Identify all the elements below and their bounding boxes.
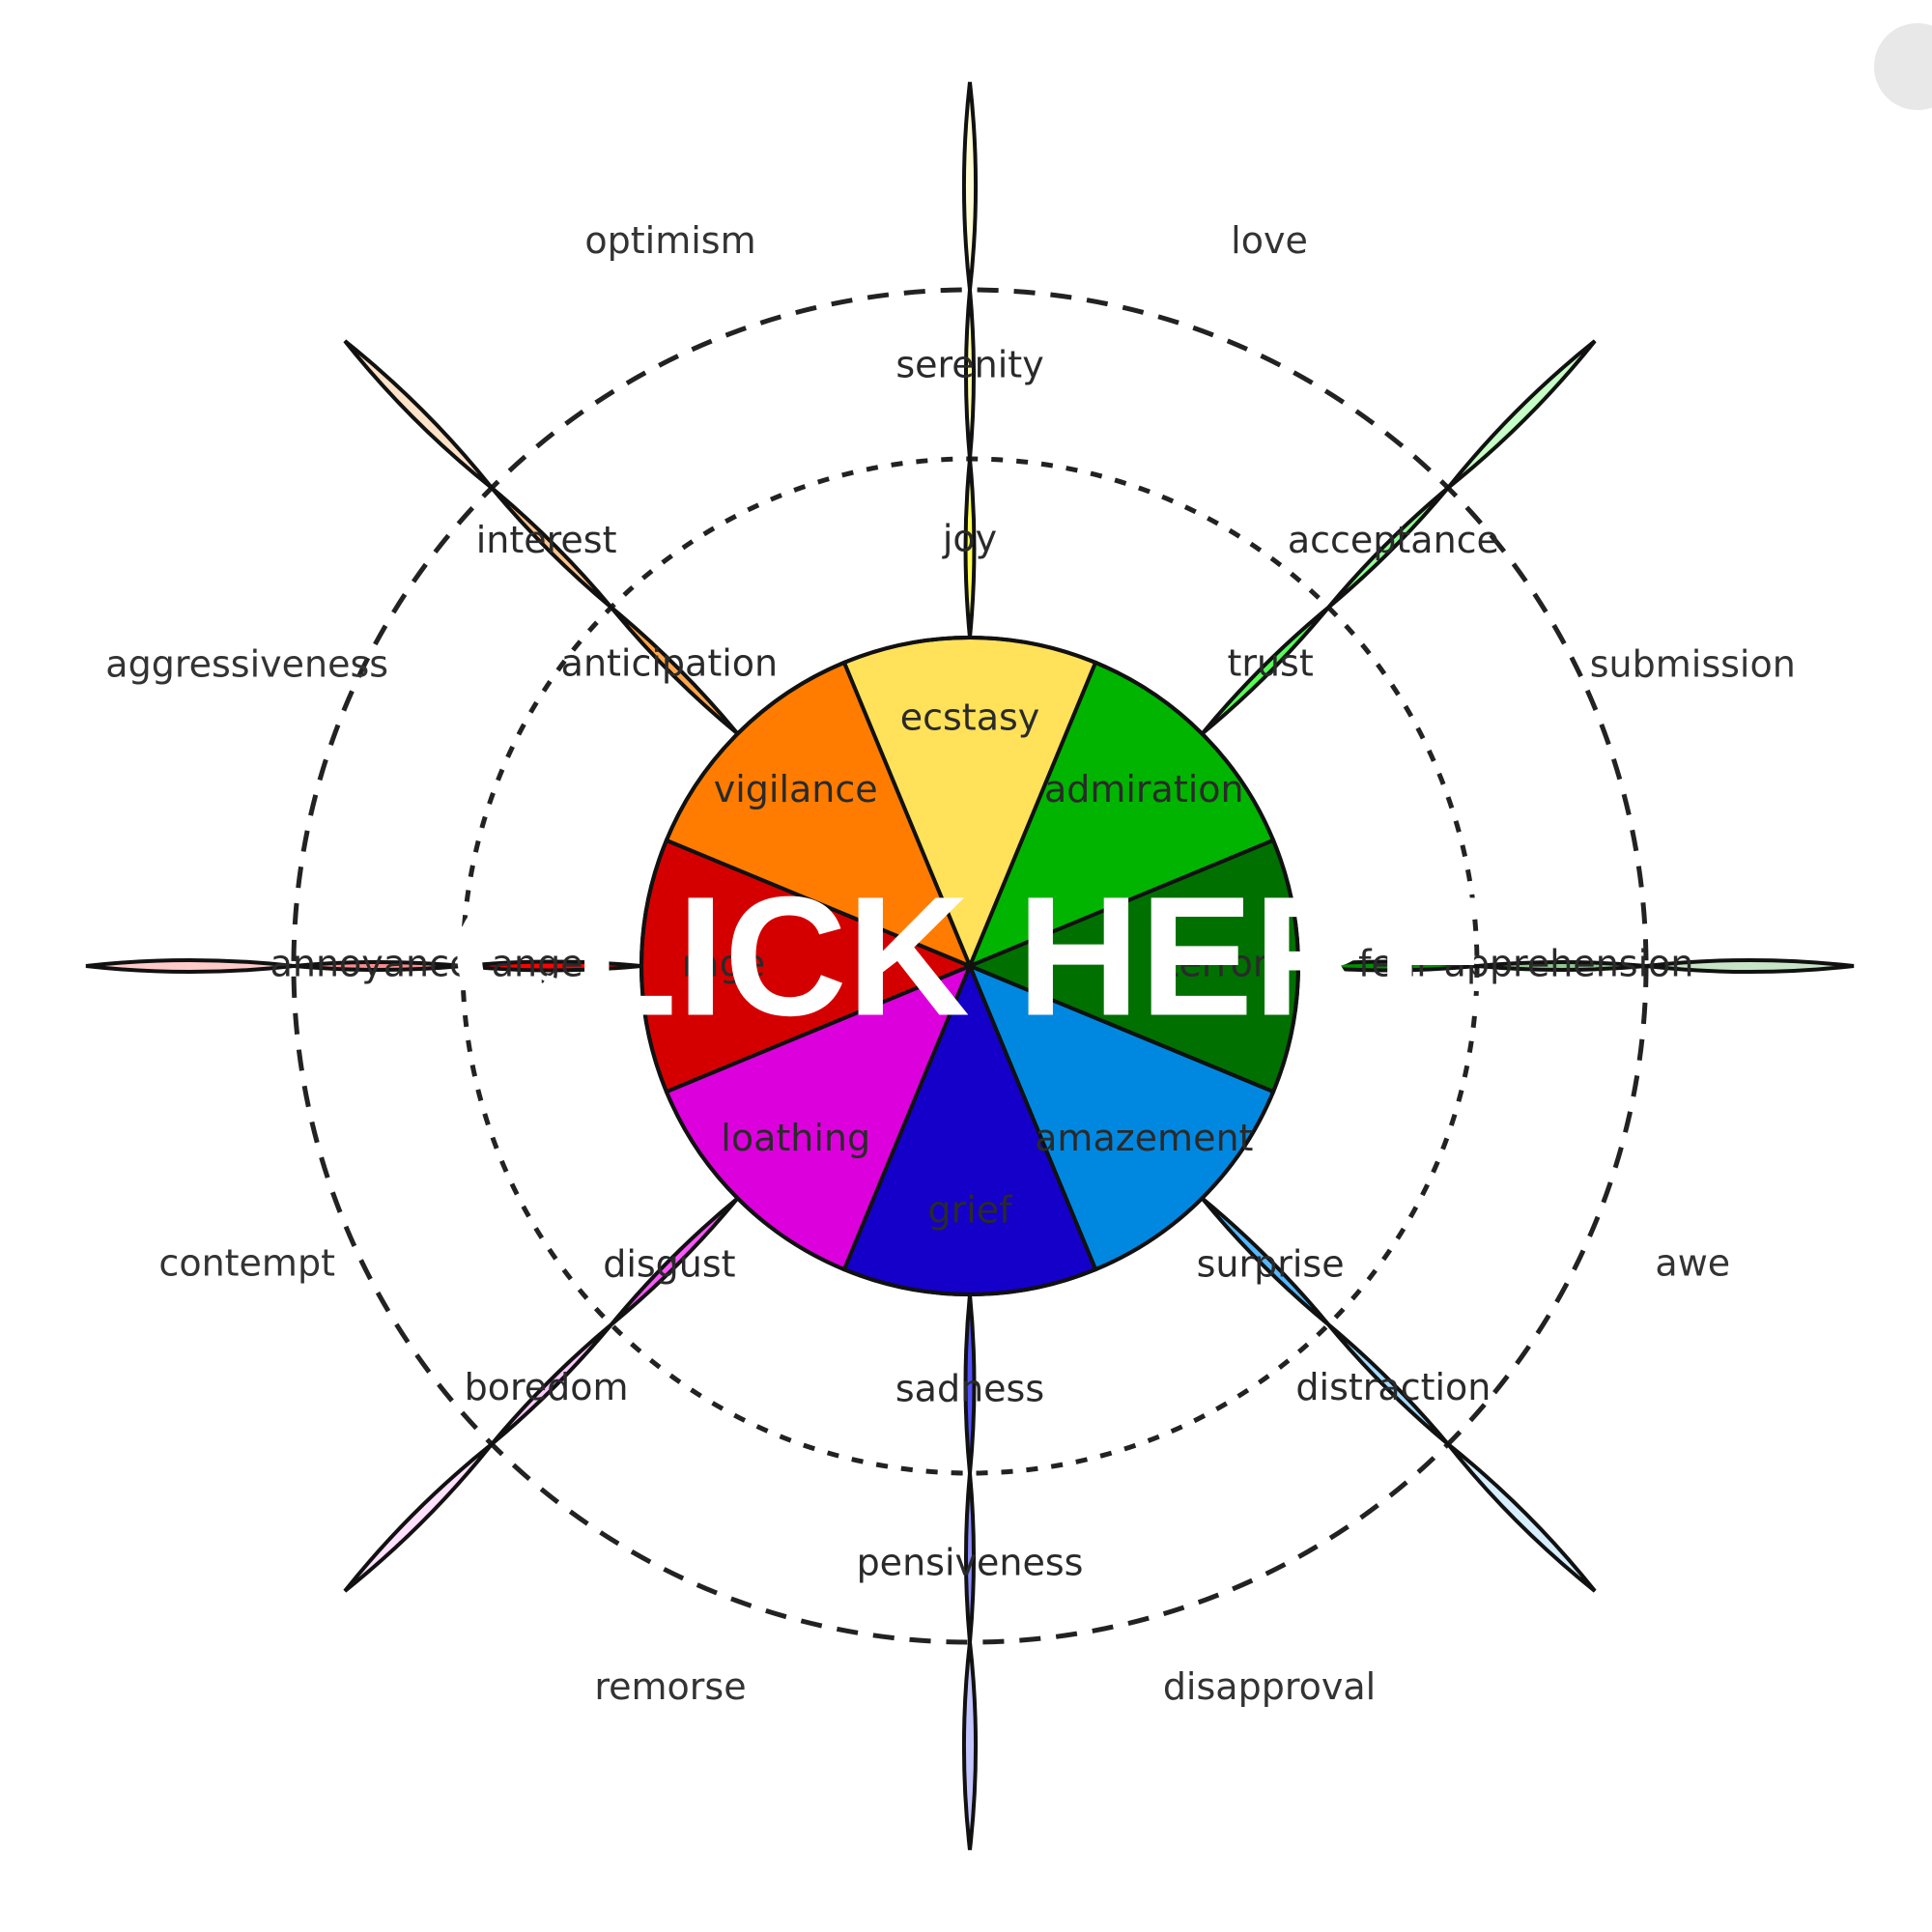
petal-blue-band-1 bbox=[964, 1472, 976, 1643]
petal-orange-band-1 bbox=[490, 486, 613, 610]
dyad-awe: awe bbox=[1655, 1242, 1730, 1285]
label-vigilance: vigilance bbox=[714, 768, 878, 810]
dyad-disapproval: disapproval bbox=[1163, 1665, 1376, 1708]
label-ecstasy: ecstasy bbox=[900, 696, 1040, 739]
petal-purple bbox=[343, 1196, 740, 1593]
petal-yellow-band-0 bbox=[962, 81, 978, 291]
dyad-optimism: optimism bbox=[584, 219, 755, 262]
label-rage: rage bbox=[682, 943, 765, 985]
label-acceptance: acceptance bbox=[1288, 519, 1499, 561]
petal-light-blue bbox=[1200, 1196, 1597, 1593]
petal-orange bbox=[343, 339, 740, 736]
petal-yellow bbox=[962, 81, 978, 639]
label-annoyance: annoyance bbox=[270, 943, 472, 985]
dyad-remorse: remorse bbox=[594, 1665, 746, 1708]
label-disgust: disgust bbox=[603, 1243, 735, 1286]
petal-dark-green-band-0 bbox=[1645, 958, 1855, 974]
label-anticipation: anticipation bbox=[561, 641, 778, 684]
petal-orange-band-2 bbox=[610, 606, 740, 736]
petals-layer bbox=[85, 81, 1855, 1851]
label-sadness: sadness bbox=[895, 1368, 1044, 1410]
petal-red bbox=[85, 958, 642, 974]
label-terror: terror bbox=[1165, 943, 1268, 985]
petal-light-green bbox=[1200, 339, 1597, 736]
petal-light-green-band-1 bbox=[1326, 486, 1450, 610]
label-boredom: boredom bbox=[465, 1366, 629, 1408]
dyad-contempt: contempt bbox=[158, 1242, 335, 1285]
label-grief: grief bbox=[927, 1189, 1013, 1232]
dyads-layer: love submission awe disapproval remorse conte… bbox=[105, 219, 1796, 1708]
petal-light-green-band-2 bbox=[1200, 606, 1330, 736]
petal-purple-band-2 bbox=[610, 1196, 740, 1326]
petal-red-band-0 bbox=[85, 958, 295, 974]
petal-light-green-band-0 bbox=[1446, 339, 1597, 490]
label-interest: interest bbox=[476, 519, 617, 561]
dyad-aggressiveness: aggressiveness bbox=[105, 643, 388, 686]
petal-red-band-1 bbox=[293, 960, 464, 972]
petal-yellow-band-2 bbox=[963, 458, 977, 639]
petal-light-blue-band-2 bbox=[1200, 1196, 1330, 1326]
petal-dark-green-band-1 bbox=[1476, 960, 1647, 972]
label-amazement: amazement bbox=[1035, 1117, 1253, 1159]
petal-light-blue-band-1 bbox=[1326, 1322, 1450, 1446]
petal-yellow-band-1 bbox=[964, 289, 976, 460]
petal-orange-band-0 bbox=[343, 339, 494, 490]
label-serenity: serenity bbox=[895, 344, 1043, 386]
petal-purple-band-0 bbox=[343, 1442, 494, 1593]
label-admiration: admiration bbox=[1044, 768, 1244, 810]
petal-dark-green-band-2 bbox=[1297, 959, 1478, 973]
petal-blue bbox=[962, 1293, 978, 1851]
label-fear: fear bbox=[1358, 943, 1432, 985]
petal-red-band-2 bbox=[462, 959, 642, 973]
label-apprehension: apprehension bbox=[1444, 943, 1694, 985]
label-trust: trust bbox=[1227, 641, 1313, 684]
petal-dark-green bbox=[1297, 958, 1855, 974]
core-layer bbox=[639, 636, 1300, 1296]
label-joy: joy bbox=[942, 518, 997, 560]
label-pensiveness: pensiveness bbox=[857, 1542, 1084, 1584]
click-here-button[interactable]: CLICK HERE bbox=[450, 862, 1490, 1051]
dyad-submission: submission bbox=[1590, 643, 1796, 686]
label-loathing: loathing bbox=[721, 1117, 870, 1159]
label-distraction: distraction bbox=[1295, 1366, 1491, 1408]
petal-purple-band-1 bbox=[490, 1322, 613, 1446]
label-surprise: surprise bbox=[1197, 1243, 1345, 1286]
petal-blue-band-2 bbox=[963, 1293, 977, 1474]
petal-light-blue-band-0 bbox=[1446, 1442, 1597, 1593]
dyad-love: love bbox=[1231, 219, 1308, 262]
label-anger: anger bbox=[492, 943, 599, 985]
petal-blue-band-0 bbox=[962, 1641, 978, 1851]
labels-layer: serenity joy ecstasy acceptance trust admirat… bbox=[270, 344, 1694, 1584]
core-ring bbox=[639, 636, 1300, 1296]
